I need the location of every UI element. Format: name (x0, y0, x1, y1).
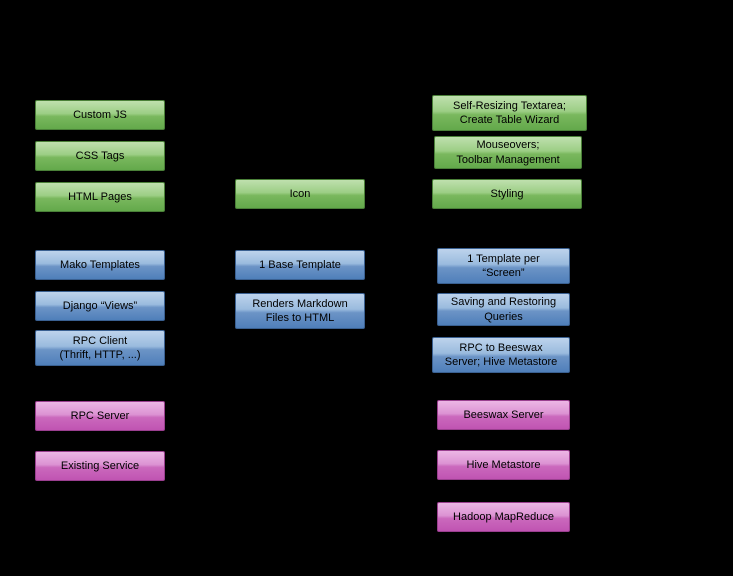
box-beeswax-server: Beeswax Server (437, 400, 570, 430)
box-self-resizing-line2: Create Table Wizard (459, 114, 560, 126)
box-self-resizing-line1: Self-Resizing Textarea; (453, 99, 566, 112)
box-mouseovers: Mouseovers; Toolbar Management (434, 136, 582, 169)
box-hive-metastore: Hive Metastore (437, 450, 570, 480)
box-mako-templates-label: Mako Templates (60, 258, 140, 271)
box-mouseovers-line2: Toolbar Management (456, 153, 560, 166)
box-saving-queries-line2: Queries (484, 310, 523, 323)
box-custom-js: Custom JS (35, 100, 165, 130)
box-renders-markdown: Renders Markdown Files to HTML (235, 293, 365, 329)
box-rpc-server: RPC Server (35, 401, 165, 431)
box-html-pages: HTML Pages (35, 182, 165, 212)
box-renders-markdown-line2: Files to HTML (265, 312, 335, 324)
box-self-resizing-textarea: Self-Resizing Textarea; Create Table Wiz… (432, 95, 587, 131)
box-existing-service-label: Existing Service (60, 459, 140, 472)
box-base-template: 1 Base Template (235, 250, 365, 280)
box-rpc-server-label: RPC Server (70, 409, 130, 422)
box-icon: Icon (235, 179, 365, 209)
box-mouseovers-line1: Mouseovers; (476, 139, 540, 152)
box-template-per-screen-line1: 1 Template per (467, 252, 540, 265)
box-beeswax-server-label: Beeswax Server (463, 408, 544, 421)
box-saving-queries: Saving and Restoring Queries (437, 293, 570, 326)
box-styling-label: Styling (490, 187, 524, 200)
box-rpc-to-beeswax-line1: RPC to Beeswax (459, 341, 543, 354)
box-hive-metastore-label: Hive Metastore (466, 458, 541, 471)
box-hadoop-mapreduce-label: Hadoop MapReduce (453, 510, 554, 523)
box-saving-queries-line1: Saving and Restoring (450, 296, 557, 309)
box-rpc-to-beeswax: RPC to Beeswax Server; Hive Metastore (432, 337, 570, 373)
box-rpc-client: RPC Client (Thrift, HTTP, ...) (35, 330, 165, 366)
box-hadoop-mapreduce: Hadoop MapReduce (437, 502, 570, 532)
box-rpc-to-beeswax-line2: Server; Hive Metastore (444, 356, 558, 368)
box-css-tags-label: CSS Tags (75, 149, 125, 162)
box-html-pages-label: HTML Pages (68, 190, 132, 203)
box-rpc-client-line2: (Thrift, HTTP, ...) (59, 349, 141, 361)
box-existing-service: Existing Service (35, 451, 165, 481)
box-base-template-label: 1 Base Template (259, 258, 341, 271)
box-template-per-screen: 1 Template per “Screen” (437, 248, 570, 284)
box-styling: Styling (432, 179, 582, 209)
box-mako-templates: Mako Templates (35, 250, 165, 280)
box-css-tags: CSS Tags (35, 141, 165, 171)
box-renders-markdown-line1: Renders Markdown (252, 297, 348, 310)
box-template-per-screen-line2: “Screen” (482, 267, 525, 279)
box-rpc-client-line1: RPC Client (72, 334, 128, 347)
box-django-views-label: Django “Views” (62, 299, 138, 312)
box-django-views: Django “Views” (35, 291, 165, 321)
box-icon-label: Icon (289, 187, 311, 200)
box-custom-js-label: Custom JS (73, 108, 127, 121)
